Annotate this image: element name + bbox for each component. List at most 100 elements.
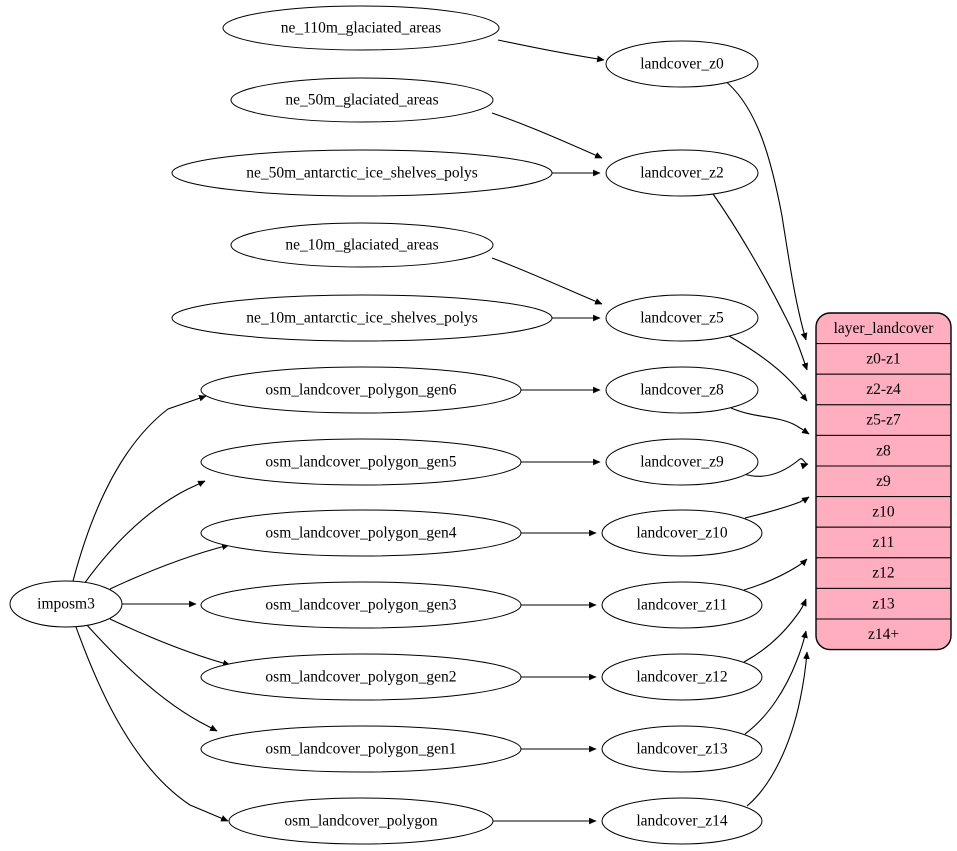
node-label-ne10g: ne_10m_glaciated_areas: [285, 237, 438, 254]
node-ne50a[interactable]: ne_50m_antarctic_ice_shelves_polys: [171, 149, 553, 197]
node-label-osmgen3: osm_landcover_polygon_gen3: [265, 597, 456, 614]
node-label-ne50a: ne_50m_antarctic_ice_shelves_polys: [246, 165, 478, 182]
node-label-osmgen2: osm_landcover_polygon_gen2: [265, 669, 456, 686]
table-row-label-z10: z10: [872, 503, 895, 520]
node-lcz0[interactable]: landcover_z0: [605, 40, 759, 88]
node-shape-lcz14: [601, 797, 763, 845]
node-lcz9[interactable]: landcover_z9: [605, 438, 759, 486]
node-osmgen4[interactable]: osm_landcover_polygon_gen4: [200, 509, 522, 557]
table-row-label-z14+: z14+: [868, 626, 899, 643]
node-lcz14[interactable]: landcover_z14: [601, 797, 763, 845]
node-label-lcz10: landcover_z10: [636, 525, 727, 542]
node-label-lcz13: landcover_z13: [636, 741, 727, 758]
node-shape-lcz2: [605, 149, 759, 197]
layer-landcover-table: layer_landcover z0-z1 z2-z4 z5-z7 z8 z9 z10 z11…: [815, 312, 952, 651]
table-row-z12[interactable]: [816, 557, 951, 589]
edge-ne10g-to-lcz5: [491, 257, 602, 305]
table-row-label-z9: z9: [876, 473, 891, 490]
edge-imposm3-to-osmgen4: [109, 545, 229, 590]
node-label-imposm3: imposm3: [37, 596, 95, 613]
node-lcz12[interactable]: landcover_z12: [601, 653, 763, 701]
edge-ne110-to-lcz0: [497, 39, 604, 60]
edge-imposm3-to-osmpoly: [75, 626, 228, 822]
edge-lcz11-to-row6: [743, 559, 807, 591]
table-row-label-z11: z11: [873, 534, 895, 551]
node-ne10g[interactable]: ne_10m_glaciated_areas: [230, 222, 494, 268]
node-shape-osmgen2: [200, 653, 522, 701]
node-shape-osmgen1: [200, 725, 522, 773]
node-osmgen6[interactable]: osm_landcover_polygon_gen6: [200, 366, 522, 414]
node-osmpoly[interactable]: osm_landcover_polygon: [228, 797, 494, 845]
node-label-lcz11: landcover_z11: [637, 597, 728, 614]
node-label-lcz8: landcover_z8: [640, 382, 724, 399]
node-shape-osmpoly: [228, 797, 494, 845]
edge-imposm3-to-osmgen2: [109, 618, 230, 665]
edge-lcz12-to-row7: [743, 599, 806, 663]
edge-imposm3-to-osmgen1: [85, 623, 217, 732]
table-row-label-z8: z8: [876, 442, 891, 459]
node-imposm3[interactable]: imposm3: [9, 580, 123, 628]
node-lcz10[interactable]: landcover_z10: [601, 509, 763, 557]
node-shape-lcz5: [605, 294, 759, 342]
node-shape-lcz9: [605, 438, 759, 486]
node-shape-ne50g: [230, 77, 494, 123]
node-shape-lcz11: [601, 581, 763, 629]
node-lcz5[interactable]: landcover_z5: [605, 294, 759, 342]
node-shape-osmgen4: [200, 509, 522, 557]
edge-lcz10-to-row5: [744, 496, 809, 519]
edge-lcz0-to-row0: [723, 79, 806, 340]
node-lcz11[interactable]: landcover_z11: [601, 581, 763, 629]
node-osmgen1[interactable]: osm_landcover_polygon_gen1: [200, 725, 522, 773]
node-ne110[interactable]: ne_110m_glaciated_areas: [222, 5, 500, 51]
node-label-ne50g: ne_50m_glaciated_areas: [285, 92, 438, 109]
edge-lcz5-to-row2: [728, 335, 808, 401]
node-shape-ne110: [222, 5, 500, 51]
table-row-label-z2-z4: z2-z4: [866, 381, 901, 398]
node-label-lcz14: landcover_z14: [636, 813, 727, 830]
node-shape-osmgen5: [200, 438, 522, 486]
table-row-label-z13: z13: [872, 595, 895, 612]
node-label-ne110: ne_110m_glaciated_areas: [281, 20, 441, 37]
nodes-group: imposm3 ne_110m_glaciated_areas ne_50m_gla…: [9, 5, 763, 845]
edge-lcz14-to-row9: [746, 652, 807, 807]
table-row-label-z0-z1: z0-z1: [866, 350, 900, 367]
node-shape-osmgen6: [200, 366, 522, 414]
node-shape-lcz8: [605, 366, 759, 414]
node-label-osmgen1: osm_landcover_polygon_gen1: [265, 741, 456, 758]
node-shape-ne10g: [230, 222, 494, 268]
table-rows-clip: layer_landcover z0-z1 z2-z4 z5-z7 z8 z9 z10 z11…: [816, 313, 951, 650]
edge-lcz13-to-row8: [744, 631, 806, 735]
node-osmgen3[interactable]: osm_landcover_polygon_gen3: [200, 581, 522, 629]
table-outer-border: [815, 312, 952, 651]
edge-imposm3-to-osmgen5: [83, 480, 205, 585]
node-label-osmgen5: osm_landcover_polygon_gen5: [265, 454, 456, 471]
node-shape-osmgen3: [200, 581, 522, 629]
node-shape-lcz13: [601, 725, 763, 773]
node-shape-lcz12: [601, 653, 763, 701]
edge-ne50g-to-lcz2: [491, 112, 602, 159]
node-shape-ne10a: [171, 294, 553, 342]
table-header-label: layer_landcover: [834, 320, 935, 337]
node-osmgen5[interactable]: osm_landcover_polygon_gen5: [200, 438, 522, 486]
table-row-z13[interactable]: [816, 587, 951, 620]
node-lcz8[interactable]: landcover_z8: [605, 366, 759, 414]
node-lcz13[interactable]: landcover_z13: [601, 725, 763, 773]
table-row-label-z12: z12: [872, 565, 894, 582]
node-shape-lcz10: [601, 509, 763, 557]
edge-lcz2-to-row1: [712, 193, 807, 370]
node-label-osmgen6: osm_landcover_polygon_gen6: [265, 382, 456, 399]
edge-imposm3-to-osmgen6: [72, 396, 206, 582]
table-row-z0-z1[interactable]: [816, 343, 951, 375]
node-ne50g[interactable]: ne_50m_glaciated_areas: [230, 77, 494, 123]
node-lcz2[interactable]: landcover_z2: [605, 149, 759, 197]
node-ne10a[interactable]: ne_10m_antarctic_ice_shelves_polys: [171, 294, 553, 342]
node-label-osmpoly: osm_landcover_polygon: [284, 813, 438, 830]
node-shape-lcz0: [605, 40, 759, 88]
edge-lcz9-to-row4: [743, 458, 808, 477]
node-label-lcz2: landcover_z2: [640, 165, 724, 182]
table-row-label-z5-z7: z5-z7: [866, 412, 901, 429]
node-label-lcz9: landcover_z9: [640, 454, 724, 471]
node-label-lcz5: landcover_z5: [640, 310, 724, 327]
node-osmgen2[interactable]: osm_landcover_polygon_gen2: [200, 653, 522, 701]
